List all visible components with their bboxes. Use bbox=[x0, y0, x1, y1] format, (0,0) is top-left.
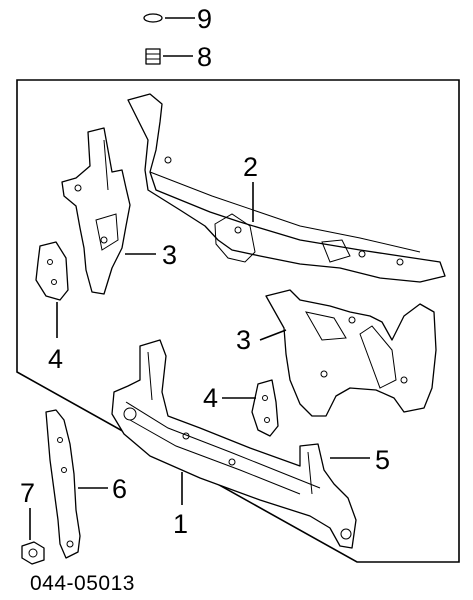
callout-9: 9 bbox=[197, 4, 212, 34]
callout-3-right: 3 bbox=[236, 325, 251, 355]
part-7-nut bbox=[21, 508, 45, 565]
part-8-grommet bbox=[145, 48, 193, 65]
assembly-frame bbox=[16, 79, 460, 563]
callout-4-right: 4 bbox=[203, 383, 218, 413]
callout-3-left: 3 bbox=[162, 240, 177, 270]
part-4-left-bracket bbox=[35, 241, 69, 338]
part-2-upper-support bbox=[127, 93, 446, 283]
drawing-code: 044-05013 bbox=[30, 572, 135, 595]
part-4-right-bracket bbox=[222, 379, 279, 437]
callout-8: 8 bbox=[197, 42, 212, 72]
callout-6: 6 bbox=[112, 474, 127, 504]
part-1-lower-support bbox=[111, 339, 370, 549]
callout-7: 7 bbox=[20, 478, 35, 508]
callout-5: 5 bbox=[375, 445, 390, 475]
callout-1: 1 bbox=[173, 509, 188, 539]
part-3-right-side-support bbox=[259, 289, 437, 417]
callout-4-left: 4 bbox=[48, 344, 63, 374]
part-3-left-side-support bbox=[61, 127, 156, 295]
callout-2: 2 bbox=[243, 152, 258, 182]
part-9-clip bbox=[143, 13, 195, 23]
part-6-brace bbox=[45, 409, 108, 559]
